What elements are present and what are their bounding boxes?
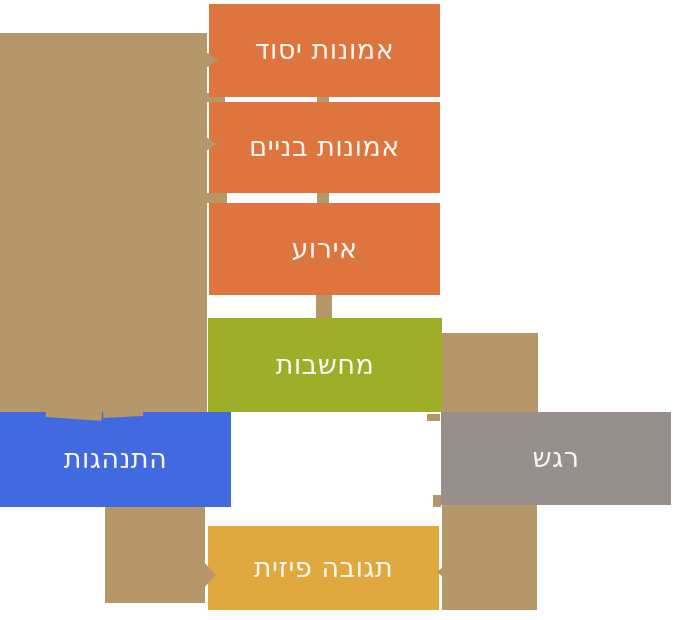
connector-left-gap-lower xyxy=(207,193,227,203)
node-physical-response: תגובה פיזית xyxy=(208,526,439,610)
node-thoughts: מחשבות xyxy=(208,318,442,412)
connector-fragment-above-emotion xyxy=(427,414,440,421)
node-core-beliefs: אמונות יסוד xyxy=(209,4,440,97)
connector-event-to-thoughts xyxy=(316,294,332,319)
node-event-label: אירוע xyxy=(291,233,358,265)
arrowhead-into-intermediate-beliefs-icon xyxy=(206,137,217,151)
node-core-beliefs-label: אמונות יסוד xyxy=(254,35,395,66)
connector-intermediate-to-event xyxy=(317,192,329,204)
cycle-arrow-bottom-left-segment xyxy=(105,507,205,603)
cycle-arrow-left-segment xyxy=(0,33,207,412)
node-emotion: רגש xyxy=(441,412,671,505)
connector-core-to-intermediate xyxy=(317,92,329,103)
cycle-arrow-right-upper-segment xyxy=(442,333,538,412)
node-emotion-label: רגש xyxy=(532,443,580,474)
node-physical-response-label: תגובה פיזית xyxy=(253,552,394,584)
cycle-arrow-right-lower-segment xyxy=(442,505,537,610)
node-event: אירוע xyxy=(209,203,440,295)
node-intermediate-beliefs-label: אמונות בניים xyxy=(249,132,400,163)
node-intermediate-beliefs: אמונות בניים xyxy=(209,102,440,193)
connector-fragment-below-emotion xyxy=(433,495,441,507)
arrow-rough-edge-over-behavior-right xyxy=(102,403,144,419)
connector-left-gap-upper xyxy=(207,93,225,102)
node-behavior-label: התנהגות xyxy=(63,444,168,475)
node-thoughts-label: מחשבות xyxy=(275,349,375,381)
node-behavior: התנהגות xyxy=(0,412,231,507)
